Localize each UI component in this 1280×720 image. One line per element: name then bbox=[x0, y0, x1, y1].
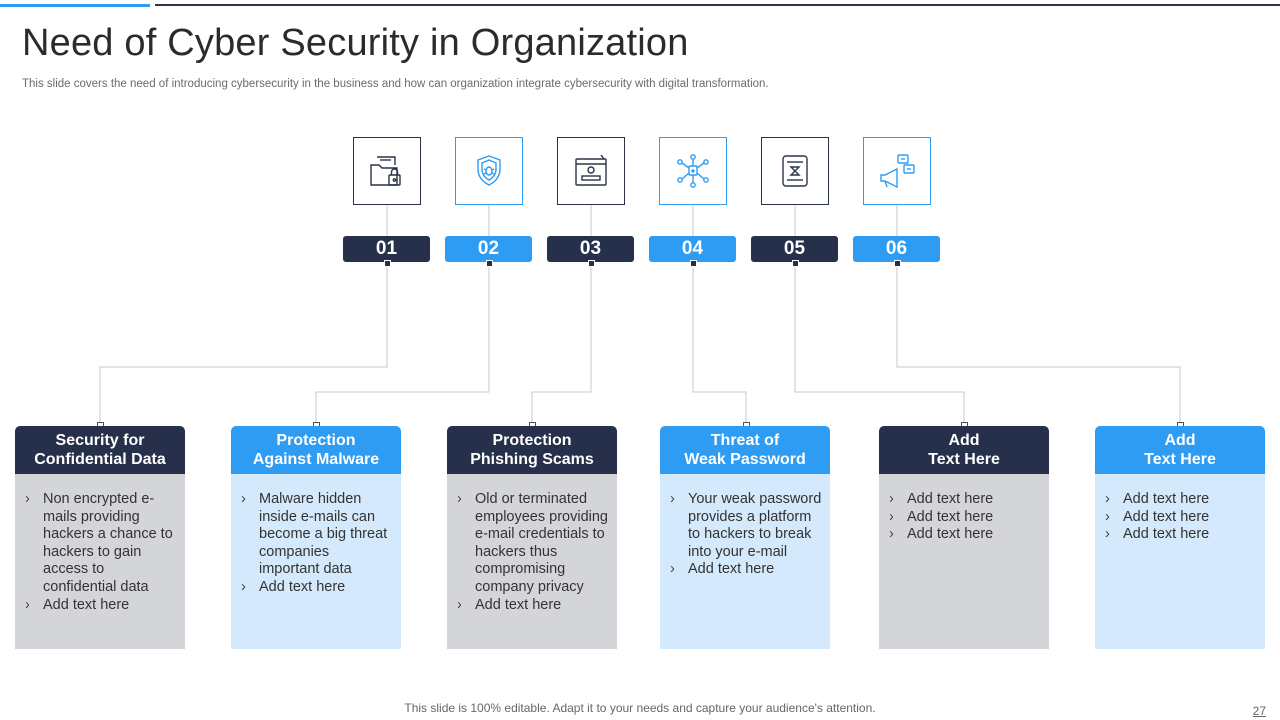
card-title-line: Weak Password bbox=[684, 451, 806, 468]
megaphone-chat-icon bbox=[880, 154, 915, 189]
list-item: Add text here bbox=[239, 579, 393, 597]
shield-bug-icon-box bbox=[455, 137, 523, 205]
list-item: Add text here bbox=[668, 561, 822, 579]
card-title-line: Text Here bbox=[928, 451, 1000, 468]
hourglass-device-icon-box bbox=[761, 137, 829, 205]
hourglass-device-icon bbox=[782, 155, 808, 187]
card-body: Add text here Add text here Add text her… bbox=[1095, 474, 1265, 649]
network-lock-icon bbox=[677, 154, 709, 188]
list-item: Add text here bbox=[1103, 526, 1257, 544]
folder-lock-icon-box bbox=[353, 137, 421, 205]
list-item: Add text here bbox=[1103, 509, 1257, 527]
card-title: Threat of Weak Password bbox=[660, 426, 830, 474]
connector-dot bbox=[894, 260, 901, 267]
page-subtitle: This slide covers the need of introducin… bbox=[22, 78, 769, 90]
list-item: Add text here bbox=[1103, 491, 1257, 509]
card-body: Add text here Add text here Add text her… bbox=[879, 474, 1049, 649]
browser-login-icon bbox=[575, 154, 607, 186]
list-item: Add text here bbox=[887, 526, 1041, 544]
list-item: Old or terminated employees providing e-… bbox=[455, 491, 609, 597]
list-item: Non encrypted e-mails providing hackers … bbox=[23, 491, 177, 597]
step-number-04: 04 bbox=[649, 236, 736, 262]
card-body: Non encrypted e-mails providing hackers … bbox=[15, 474, 185, 649]
card-title-line: Phishing Scams bbox=[470, 451, 594, 468]
list-item: Add text here bbox=[23, 597, 177, 615]
step-number-01: 01 bbox=[343, 236, 430, 262]
card-title-line: Text Here bbox=[1144, 451, 1216, 468]
connector-dot bbox=[486, 260, 493, 267]
card-body: Your weak password provides a platform t… bbox=[660, 474, 830, 649]
top-accent-bar-dark bbox=[155, 4, 1280, 6]
list-item: Add text here bbox=[887, 509, 1041, 527]
network-lock-icon-box bbox=[659, 137, 727, 205]
footer-note: This slide is 100% editable. Adapt it to… bbox=[404, 701, 876, 715]
connector-dot bbox=[792, 260, 799, 267]
card-weak-password: Threat of Weak Password Your weak passwor… bbox=[660, 426, 830, 649]
card-title-line: Confidential Data bbox=[34, 451, 166, 468]
browser-login-icon-box bbox=[557, 137, 625, 205]
list-item: Add text here bbox=[887, 491, 1041, 509]
top-accent-bar-blue bbox=[0, 4, 150, 7]
connector-dot bbox=[690, 260, 697, 267]
megaphone-chat-icon-box bbox=[863, 137, 931, 205]
step-number-05: 05 bbox=[751, 236, 838, 262]
card-body: Old or terminated employees providing e-… bbox=[447, 474, 617, 649]
page-number[interactable]: 27 bbox=[1252, 704, 1266, 718]
step-number-03: 03 bbox=[547, 236, 634, 262]
list-item: Your weak password provides a platform t… bbox=[668, 491, 822, 561]
step-number-06: 06 bbox=[853, 236, 940, 262]
connector-dot bbox=[384, 260, 391, 267]
list-item: Add text here bbox=[455, 597, 609, 615]
card-title-line: Protection bbox=[276, 432, 356, 449]
card-title-line: Protection bbox=[492, 432, 572, 449]
card-title-line: Add bbox=[1164, 432, 1196, 449]
card-title-line: Security for bbox=[55, 432, 145, 449]
card-title-line: Threat of bbox=[710, 432, 780, 449]
card-title-line: Against Malware bbox=[252, 451, 380, 468]
connector-dot bbox=[588, 260, 595, 267]
page-title: Need of Cyber Security in Organization bbox=[22, 22, 689, 64]
shield-bug-icon bbox=[477, 155, 501, 186]
card-title-line: Add bbox=[948, 432, 980, 449]
card-body: Malware hidden inside e-mails can become… bbox=[231, 474, 401, 649]
list-item: Malware hidden inside e-mails can become… bbox=[239, 491, 393, 579]
step-number-02: 02 bbox=[445, 236, 532, 262]
folder-lock-icon bbox=[370, 156, 401, 186]
